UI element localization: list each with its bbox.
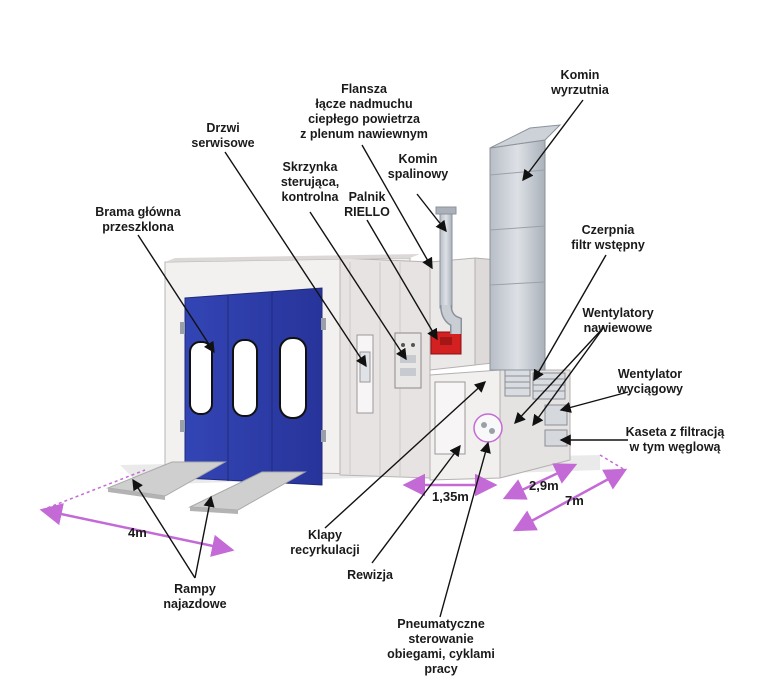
leader-rampy-1 xyxy=(132,478,196,579)
leader-wentylator-wyciagowy xyxy=(559,391,629,413)
leader-klapy xyxy=(324,381,487,529)
leader-komin-wyrzutnia xyxy=(522,99,584,182)
leader-drzwi xyxy=(224,151,367,368)
dim-line-length xyxy=(39,503,235,557)
label-rewizja: Rewizja xyxy=(347,568,393,582)
dim-annex-text: 1,35m xyxy=(432,489,469,504)
leader-komin-spalinowy xyxy=(416,193,447,233)
leader-wentylatory-2 xyxy=(532,326,605,427)
dim-line-total xyxy=(512,468,628,532)
exhaust-chimney xyxy=(489,124,562,371)
dimension-lines xyxy=(39,454,628,557)
dim-depth-text: 2,9m xyxy=(529,478,559,493)
leader-lines xyxy=(132,99,629,618)
leader-czerpnia xyxy=(533,254,607,382)
leader-wentylatory-1 xyxy=(514,326,605,425)
flue-pipe xyxy=(435,206,462,334)
leader-flansza xyxy=(361,144,433,270)
leader-rampy-2 xyxy=(194,495,215,579)
dim-total-text: 7m xyxy=(565,493,584,508)
control-box xyxy=(394,332,422,389)
main-door-blue xyxy=(180,287,326,486)
pneumatic-control xyxy=(473,413,503,443)
service-door xyxy=(356,334,374,414)
dim-length-text: 4m xyxy=(128,525,147,540)
leader-palnik xyxy=(366,219,438,341)
leader-brama xyxy=(137,234,215,354)
leader-pneumatyczne xyxy=(439,441,491,618)
leader-rewizja xyxy=(371,444,461,564)
leader-skrzynka xyxy=(309,211,407,361)
